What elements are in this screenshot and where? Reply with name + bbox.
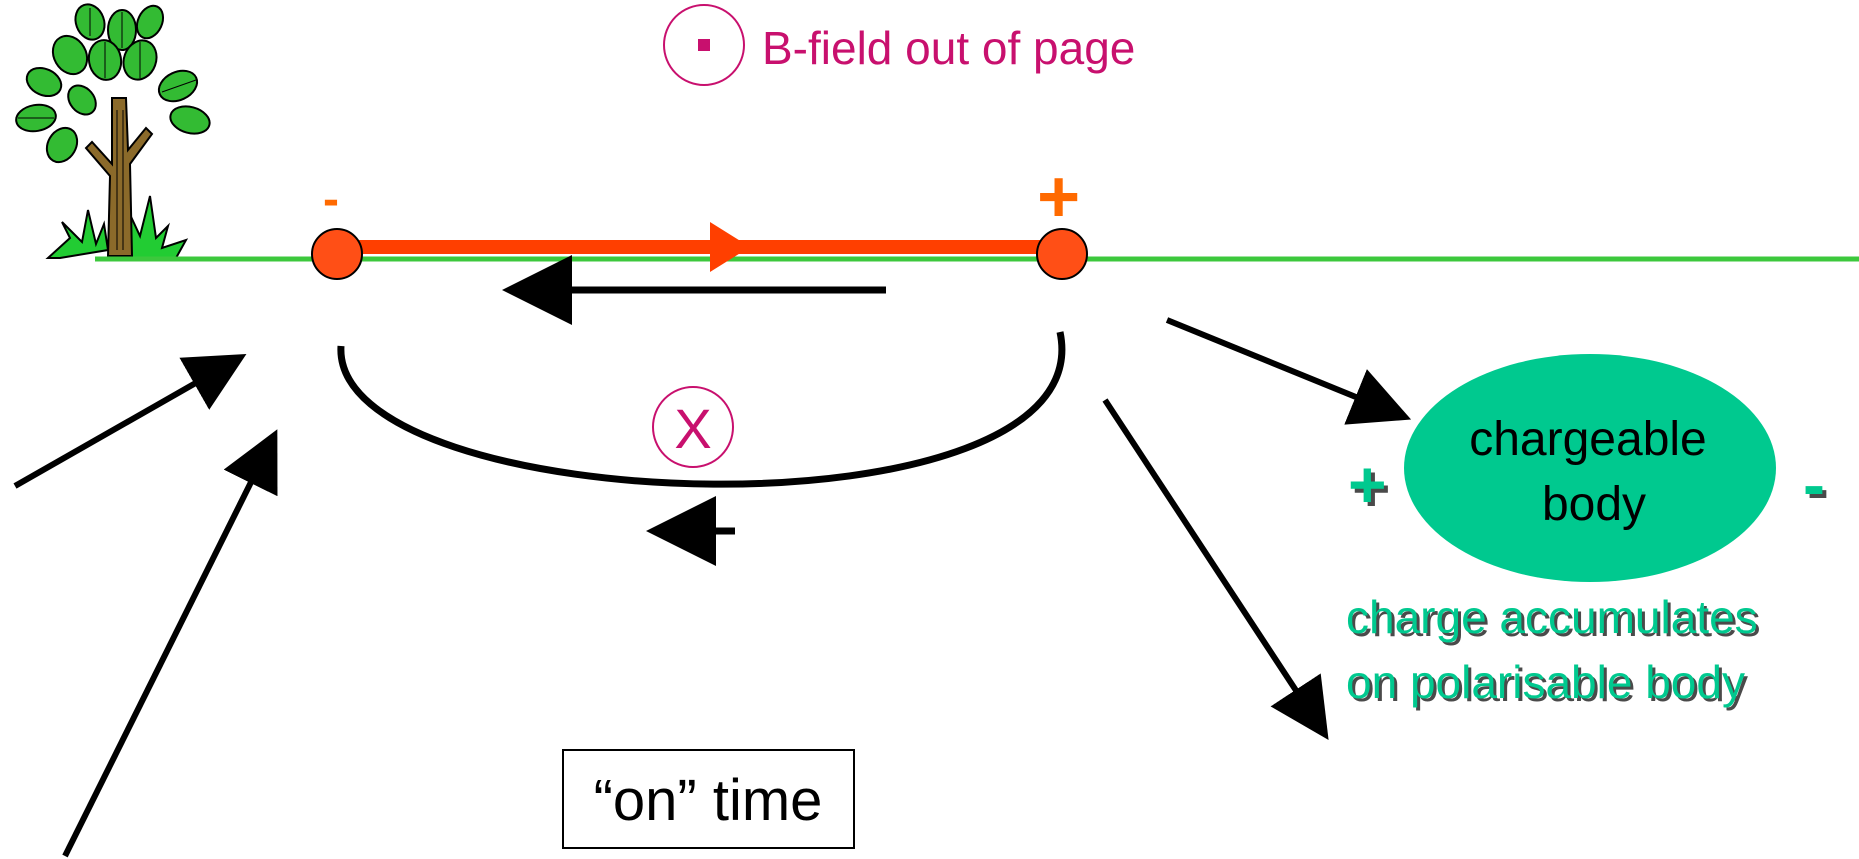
incoming-arrow-2 xyxy=(62,429,278,858)
field-into-page-icon xyxy=(652,386,734,468)
right-electrode xyxy=(1036,228,1088,280)
outgoing-arrow-1 xyxy=(1165,317,1412,425)
current-loop-arc xyxy=(337,331,1066,488)
tree-icon xyxy=(15,3,211,259)
svg-text:charge accumulates: charge accumulates xyxy=(1346,591,1758,643)
right-electrode-sign: + xyxy=(1037,155,1080,238)
incoming-arrow-1 xyxy=(13,354,247,489)
body-caption: charge accumulates charge accumulates on… xyxy=(1346,591,1761,711)
b-field-label: B-field out of page xyxy=(762,22,1135,74)
body-negative-sign: - - xyxy=(1803,447,1829,525)
body-label-line2: body xyxy=(1542,478,1646,531)
loop-center-symbol: X xyxy=(674,397,711,460)
field-out-of-page-icon xyxy=(663,4,745,86)
svg-text:+: + xyxy=(1348,447,1387,521)
svg-text:+: + xyxy=(1352,451,1391,525)
transmitter-wire xyxy=(336,222,1062,272)
chargeable-body xyxy=(1404,354,1776,582)
svg-text:-: - xyxy=(1807,451,1829,525)
svg-text:-: - xyxy=(1803,447,1825,521)
svg-text:charge accumulates: charge accumulates xyxy=(1349,594,1761,646)
current-direction-arrow-icon xyxy=(710,222,750,272)
field-dot-icon xyxy=(698,39,710,51)
body-label-line1: chargeable xyxy=(1469,413,1707,466)
svg-text:on polarisable body: on polarisable body xyxy=(1346,656,1745,708)
outgoing-arrow-2 xyxy=(1102,398,1329,741)
body-positive-sign: + + xyxy=(1348,447,1391,525)
on-time-label: “on” time xyxy=(594,768,823,833)
left-electrode xyxy=(311,228,363,280)
on-time-box xyxy=(562,749,855,849)
svg-text:on polarisable body: on polarisable body xyxy=(1349,659,1748,711)
left-electrode-sign: - xyxy=(323,173,339,226)
